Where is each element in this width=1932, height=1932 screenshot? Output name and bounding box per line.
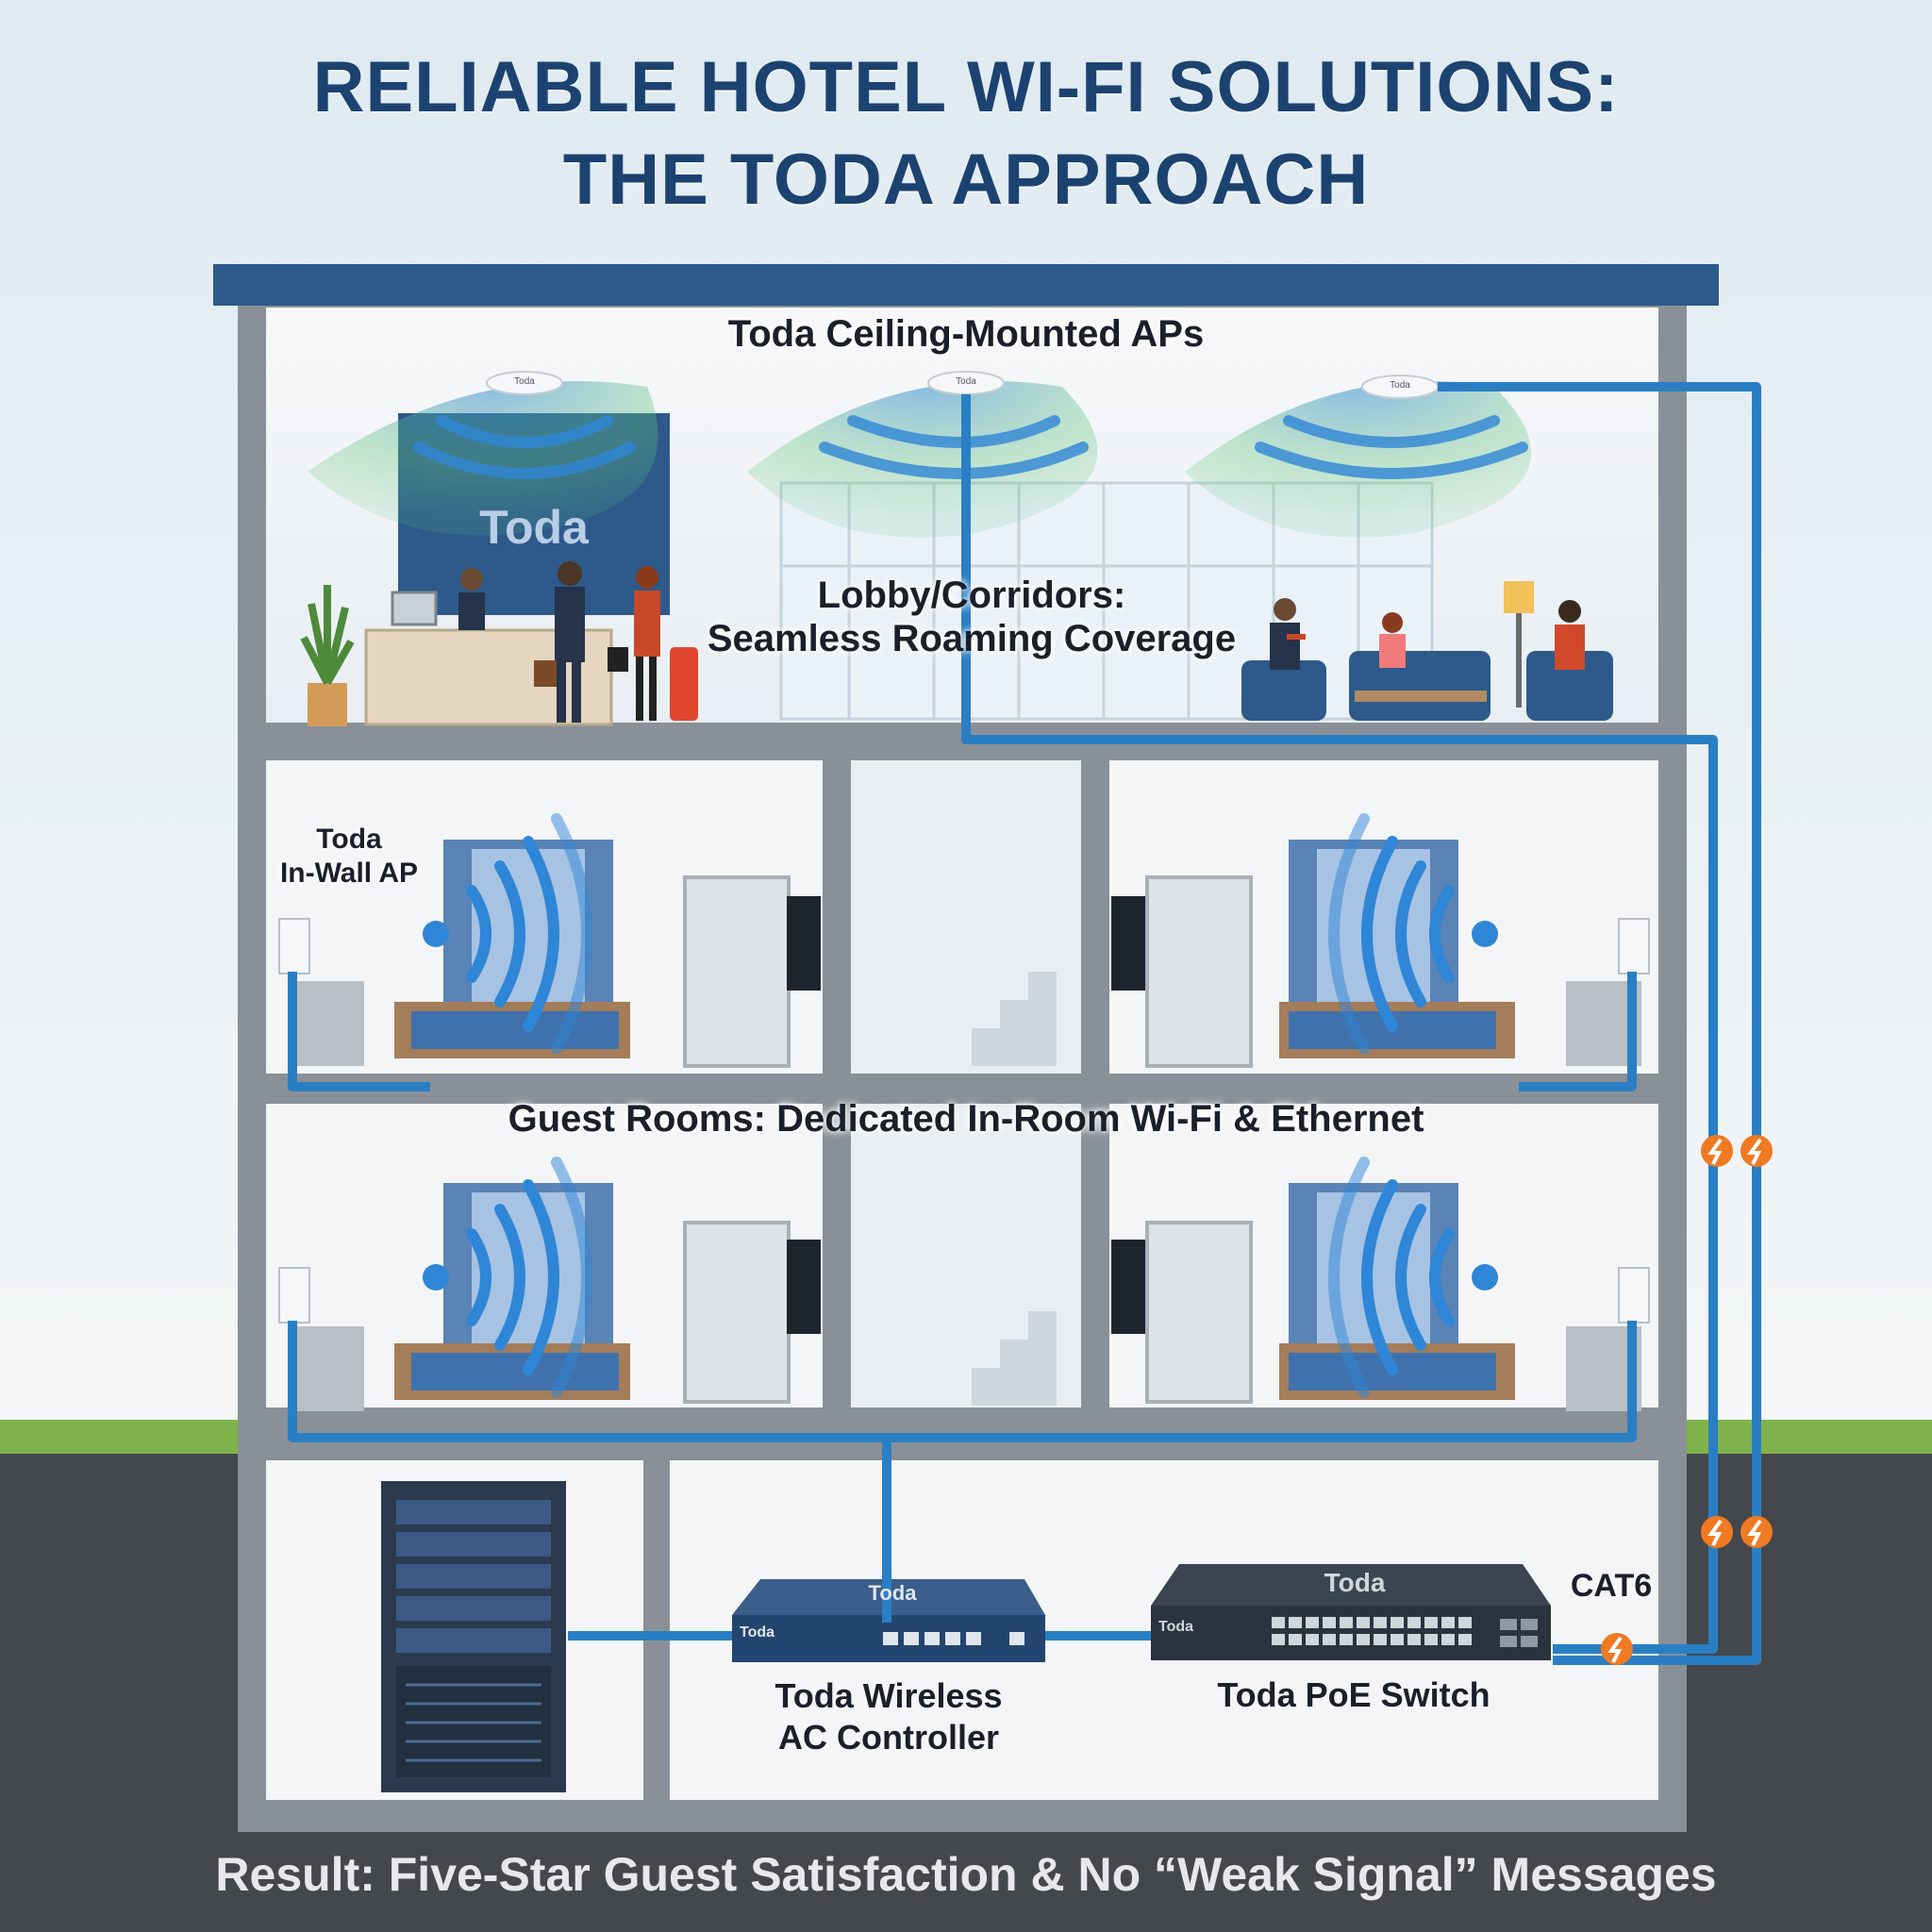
in-wall-ap-label: Toda In-Wall AP	[255, 823, 443, 891]
poe-switch-label: Toda PoE Switch	[1217, 1675, 1491, 1714]
lobby-guests	[458, 561, 698, 723]
ap-coverage-1	[308, 381, 658, 536]
cat6-cabling	[288, 382, 1761, 1665]
in-wall-ap-1a	[278, 1267, 310, 1324]
poe-switch-device	[1151, 1564, 1551, 1660]
ap-coverage-2	[747, 381, 1098, 538]
poe-badges	[1601, 1135, 1773, 1665]
poe-switch-front-logo: Toda	[1158, 1619, 1194, 1635]
ac-controller-logo: Toda	[868, 1581, 917, 1605]
ac-controller-label-line-2: AC Controller	[778, 1718, 999, 1757]
room-wifi-waves	[423, 813, 1498, 1398]
potted-plant	[300, 585, 355, 726]
toda-wall-logo: Toda	[479, 501, 589, 554]
result-caption: Result: Five-Star Guest Satisfaction & N…	[215, 1848, 1717, 1901]
lounge-seating	[1241, 581, 1613, 721]
title-line-1: RELIABLE HOTEL WI-FI SOLUTIONS:	[312, 47, 1620, 127]
ac-controller-label: Toda Wireless AC Controller	[719, 1675, 1058, 1758]
ac-controller-label-line-1: Toda Wireless	[774, 1676, 1003, 1715]
in-wall-ap-label-line-1: Toda	[316, 824, 382, 855]
ac-controller-front-logo: Toda	[740, 1624, 775, 1641]
ceiling-aps-label: Toda Ceiling-Mounted APs	[727, 313, 1205, 355]
lobby-label-line-2: Seamless Roaming Coverage	[707, 618, 1237, 659]
roof	[213, 264, 1719, 306]
in-wall-ap-2a	[278, 918, 310, 974]
lobby-label-line-1: Lobby/Corridors:	[817, 575, 1126, 616]
cat6-label: CAT6	[1570, 1568, 1653, 1604]
title-line-2: THE TODA APPROACH	[562, 140, 1370, 220]
in-wall-ap-label-line-2: In-Wall AP	[279, 858, 419, 889]
in-wall-ap-1b	[1618, 1267, 1650, 1324]
ap-coverage-3	[1185, 381, 1532, 538]
guest-room-furniture	[289, 840, 1641, 1411]
in-wall-ap-2b	[1618, 918, 1650, 974]
lobby-signal-arcs	[413, 415, 1528, 479]
ceiling-ap-2-mark: Toda	[956, 376, 976, 387]
lobby-label: Lobby/Corridors: Seamless Roaming Covera…	[613, 574, 1330, 660]
server-rack	[381, 1481, 566, 1792]
guest-rooms-label: Guest Rooms: Dedicated In-Room Wi-Fi & E…	[508, 1098, 1424, 1140]
ceiling-ap-3-mark: Toda	[1390, 380, 1410, 391]
ceiling-ap-1	[486, 371, 563, 395]
poe-switch-logo: Toda	[1324, 1568, 1386, 1597]
ceiling-ap-1-mark: Toda	[514, 376, 535, 387]
